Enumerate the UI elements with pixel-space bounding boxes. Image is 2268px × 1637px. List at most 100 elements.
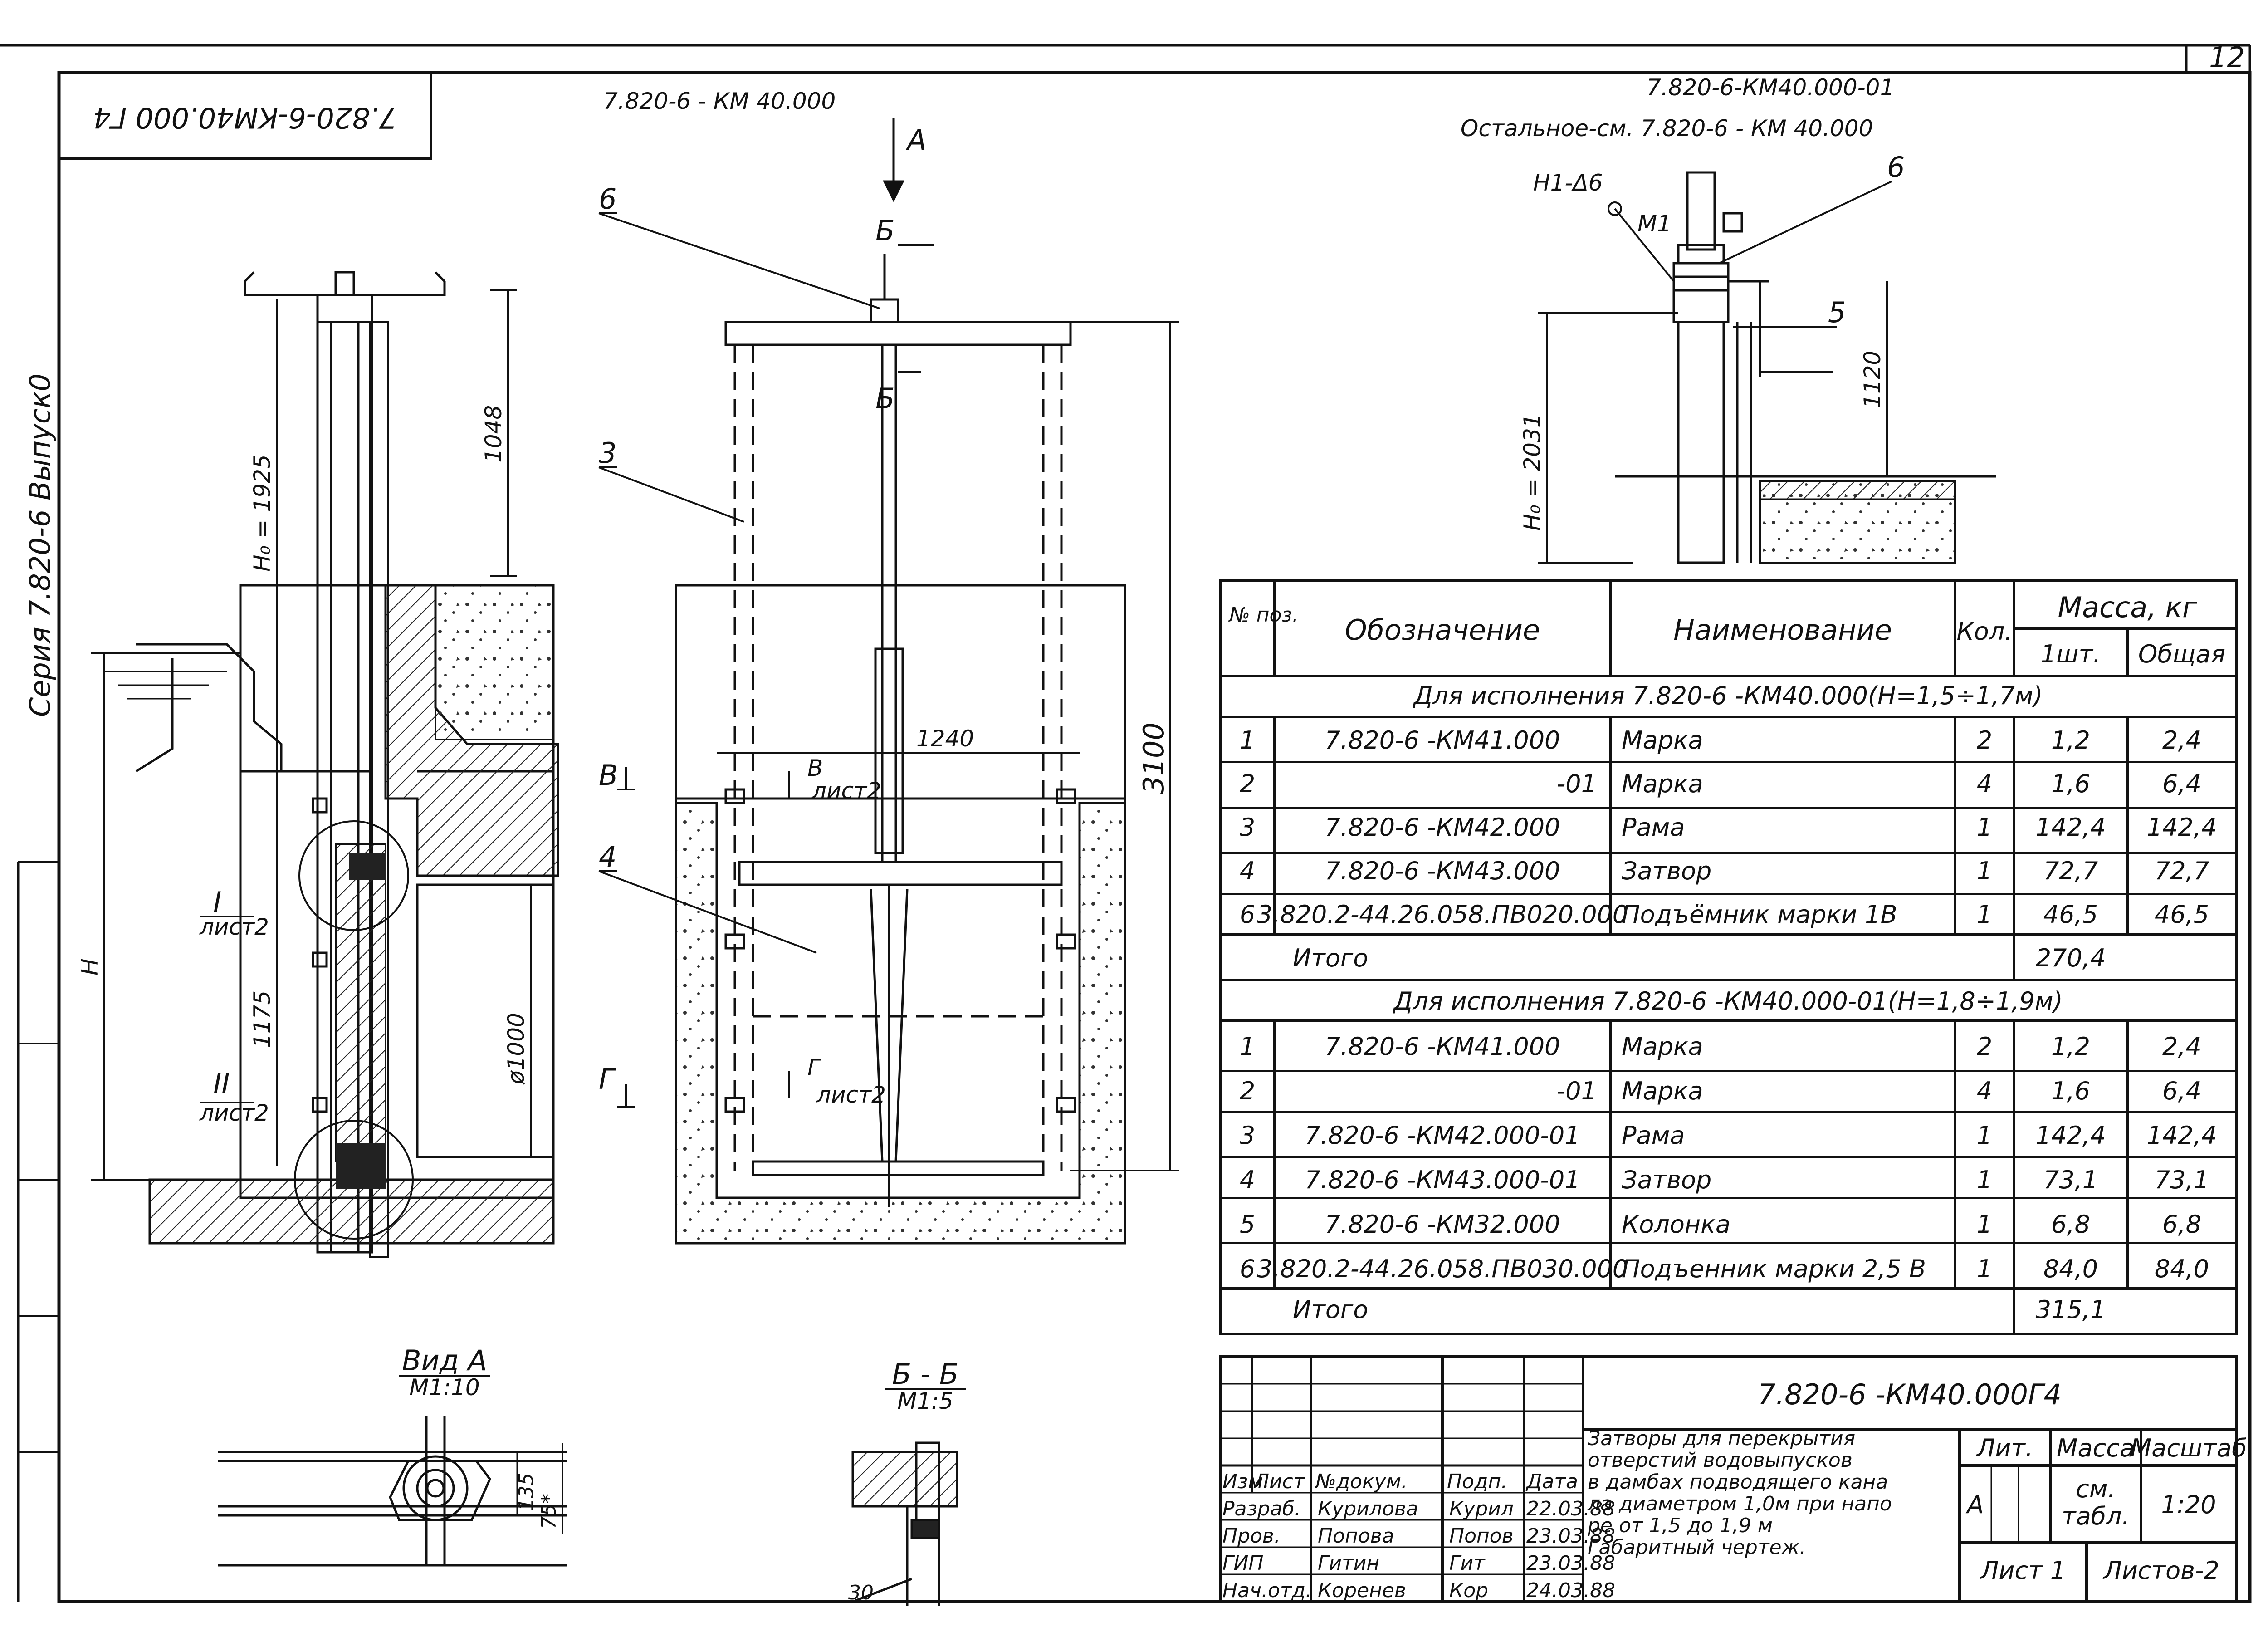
spec-row-qty: 1 [1977,1210,1992,1239]
spec-row-pos: 2 [1240,1077,1255,1105]
callout-m1: М1 [1637,211,1672,237]
title-description-line: Затворы для перекрытия [1588,1427,1855,1450]
spec-hdr-name: Наименование [1673,613,1892,647]
tb-lit-value: А [1966,1490,1984,1519]
spec-row-total-mass: 6,4 [2162,769,2201,798]
tb-hdr-doc: №докум. [1314,1470,1408,1493]
title-description-line: в дамбах подводящего кана [1588,1470,1888,1494]
front-view-hatch [675,802,1126,1245]
top-label-right-1: 7.820-6-КМ40.000-01 [1647,74,1894,101]
spec-hdr-qty: Кол. [1956,617,2012,646]
staff-date: 24.03.88 [1526,1579,1615,1602]
spec-row-name: Затвор [1622,1166,1711,1194]
spec-row-total-mass: 6,8 [2162,1210,2201,1239]
spec-hdr-pos: № поз. [1228,603,1299,627]
callout-sec-v: В [599,759,618,792]
spec-row-pos: 3 [1240,1121,1255,1150]
section-bb-scale: М1:5 [897,1388,953,1414]
dim-h0-left: Н₀ = 1925 [249,454,275,572]
callout-leaders [598,212,880,954]
tb-mass-value-2: табл. [2062,1502,2130,1530]
spec-row-qty: 4 [1977,1077,1992,1105]
front-view [675,118,1126,1245]
staff-role: Нач.отд. [1222,1579,1312,1602]
spec-row-name: Подъёмник марки 1В [1622,900,1897,929]
right-column-hatch [1759,480,1956,564]
spec-row-name: Колонка [1622,1210,1730,1239]
callout-node1-note: лист2 [199,914,269,940]
spec-row-name: Подъенник марки 2,5 В [1622,1255,1926,1283]
spec-section2-total-label: Итого [1293,1295,1368,1324]
spec-row-name: Рама [1622,813,1685,842]
spec-row-unit-mass: 1,2 [2051,726,2090,755]
staff-date: 22.03.88 [1526,1497,1615,1520]
top-label-right-2: Остальное-см. 7.820-6 - КМ 40.000 [1461,115,1873,142]
staff-signature: Курил [1449,1497,1514,1520]
spec-row-qty: 2 [1977,1032,1992,1061]
spec-section1-total-label: Итого [1293,944,1368,972]
spec-row-designation: 7.820-6 -КМ41.000 [1325,1032,1560,1061]
spec-row-designation: 7.820-6 -КМ43.000 [1325,857,1560,885]
spec-row-unit-mass: 84,0 [2043,1255,2098,1283]
callout-sec-g: Г [599,1063,616,1096]
spec-row-designation: 7.820-6 -КМ32.000 [1325,1210,1560,1239]
spec-row-qty: 1 [1977,813,1992,842]
callout-sec-b-top: Б [875,214,895,247]
tb-scale-value: 1:20 [2161,1490,2216,1519]
view-a-title: Вид А [402,1344,487,1377]
staff-date: 23.03.88 [1526,1524,1615,1548]
spec-row-total-mass: 46,5 [2155,900,2209,929]
sheet-number: 12 [2209,41,2245,74]
spec-row-qty: 4 [1977,769,1992,798]
title-description-line: отверстий водовыпусков [1588,1449,1853,1472]
dim-135: 135 [515,1473,538,1511]
spec-row-unit-mass: 142,4 [2036,1121,2106,1150]
spec-row-designation: 7.820-6 -КМ42.000 [1325,813,1560,842]
staff-role: Пров. [1222,1524,1281,1548]
spec-row-designation: 7.820-6 -КМ43.000-01 [1305,1166,1580,1194]
side-dimensions [91,289,532,1181]
dim-1048: 1048 [480,405,507,463]
staff-role: ГИП [1222,1552,1264,1575]
spec-row-total-mass: 6,4 [2162,1077,2201,1105]
spec-row-unit-mass: 1,6 [2051,769,2090,798]
staff-signature: Попов [1449,1524,1514,1548]
dim-3100: 3100 [1137,722,1170,794]
tb-lit-label: Лит. [1976,1434,2033,1462]
callout-sec-g-sheet: Г [807,1054,822,1081]
staff-signature: Кор [1449,1579,1488,1602]
title-block [1219,1355,2238,1603]
spec-row-name: Рама [1622,1121,1685,1150]
spec-hdr-mass-total: Общая [2138,640,2225,668]
spec-row-pos: 4 [1240,1166,1255,1194]
callout-sec-v-sheet: В [807,755,823,781]
tb-scale-label: Масштаб [2131,1434,2247,1462]
spec-row-total-mass: 73,1 [2155,1166,2209,1194]
spec-row-pos: 5 [1240,1210,1255,1239]
spec-section1-title: Для исполнения 7.820-6 -КМ40.000(Н=1,5÷1… [1413,681,2043,710]
spec-row-designation: 7.820-6 -КМ41.000 [1325,726,1560,755]
title-description-line: Габаритный чертеж. [1588,1536,1806,1559]
tb-hdr-sign: Подп. [1447,1470,1507,1493]
spec-row-pos: 2 [1240,769,1255,798]
callout-h1: Н1-Δ6 [1533,170,1603,196]
staff-role: Разраб. [1222,1497,1301,1520]
spec-section2-total: 315,1 [2036,1295,2106,1324]
staff-name: Курилова [1318,1497,1418,1520]
title-description-line: ре от 1,5 до 1,9 м [1587,1514,1773,1537]
title-code: 7.820-6 -КМ40.000Г4 [1758,1378,2062,1411]
callout-sec-g-note: лист2 [816,1082,886,1108]
dim-h0-right: Н₀ = 2031 [1519,413,1545,531]
view-a-scale: М1:10 [409,1374,479,1401]
callout-pos5: 5 [1828,296,1846,329]
spec-row-designation: 3.820.2-44.26.058.ПВ030.000 [1257,1255,1628,1283]
spec-row-unit-mass: 1,2 [2051,1032,2090,1061]
sheet-frame [0,44,2252,1603]
front-dimensions [617,244,1179,1171]
spec-row-designation: 3.820.2-44.26.058.ПВ020.000 [1257,900,1628,929]
spec-row-total-mass: 2,4 [2162,1032,2201,1061]
tb-sheets-label: Листов-2 [2102,1556,2219,1585]
